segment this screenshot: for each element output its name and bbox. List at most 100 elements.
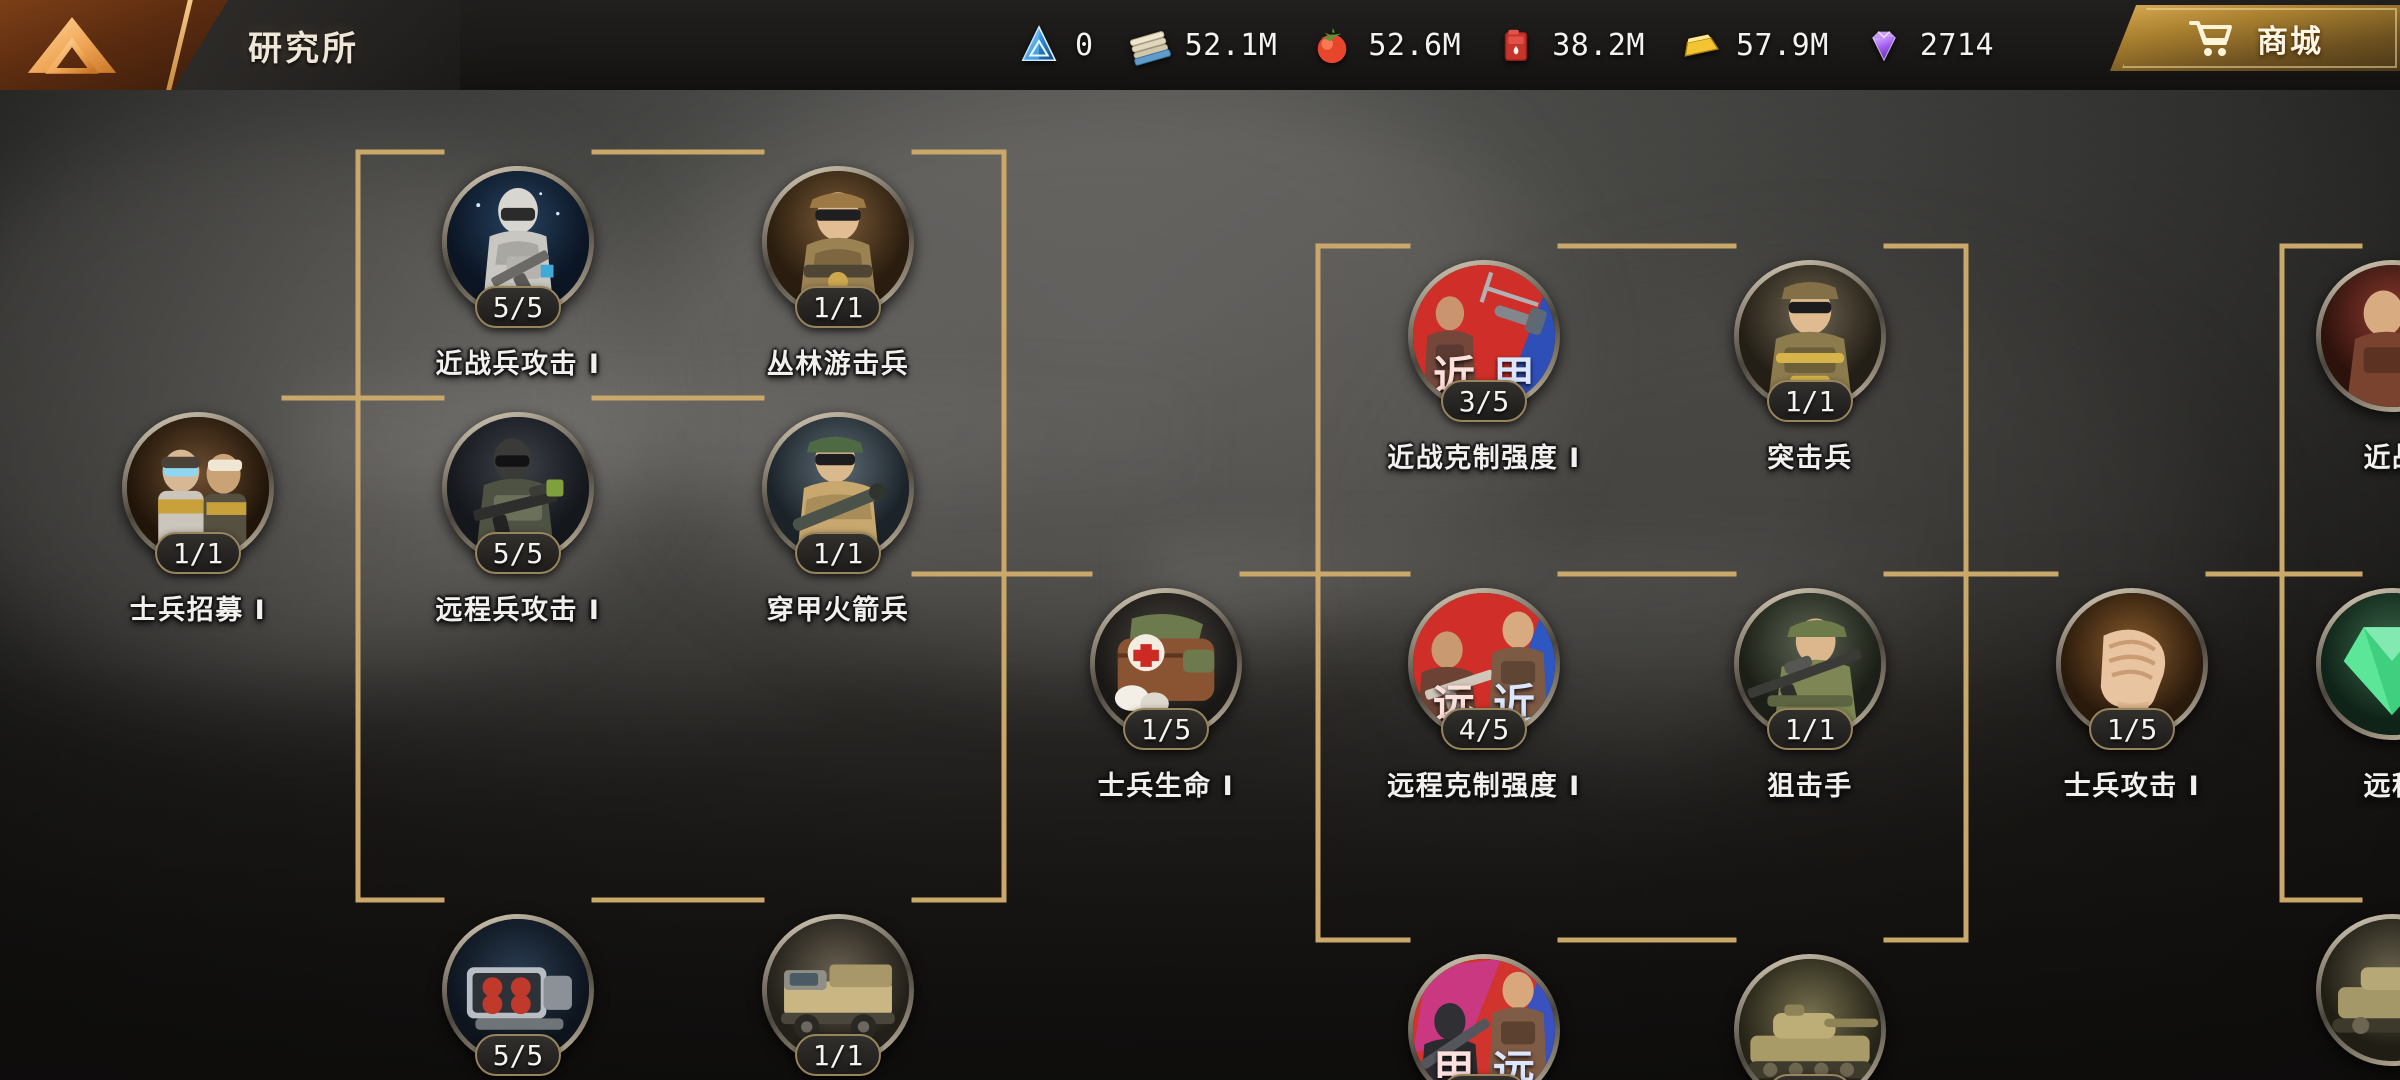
resource-crystal-value: 0 [1075, 27, 1094, 63]
node-progress-badge: 1/1 [1767, 1074, 1853, 1080]
node-ring [1734, 954, 1886, 1080]
node-ring [2316, 914, 2400, 1066]
resource-crystal[interactable]: 0 [1000, 0, 1110, 90]
node-progress-badge: 5/5 [475, 532, 561, 574]
node-disc: 1/5 [2056, 588, 2208, 750]
research-node-melee-attack-1[interactable]: 5/5 近战兵攻击 I [436, 166, 599, 380]
resource-diamond[interactable]: 2714 [1845, 0, 2010, 90]
node-label: 穿甲火箭兵 [766, 595, 910, 626]
node-artwork [1095, 593, 1237, 735]
shopping-cart-icon [2189, 21, 2232, 56]
node-ring: 甲远 [1408, 954, 1560, 1080]
node-ring [2316, 260, 2400, 412]
node-progress-badge: 3/5 [1441, 380, 1527, 422]
shop-button[interactable]: 商城 [2110, 5, 2400, 71]
node-disc: 5/5 [442, 914, 594, 1076]
resource-diamond-value: 2714 [1919, 27, 1995, 63]
resource-gold-value: 57.9M [1736, 27, 1829, 63]
node-disc [2316, 588, 2400, 740]
node-disc: 1/1 [1734, 954, 1886, 1080]
gold-bar-icon [1677, 22, 1723, 68]
research-tree: 1/1 士兵招募 I 5/5 近战兵攻击 I 1/1 丛林游击兵 5/5 远程兵攻击 I [0, 90, 2400, 1080]
node-label: 士兵生命 I [1097, 771, 1235, 802]
node-label: 士兵攻击 I [2063, 771, 2201, 802]
node-progress-badge: 1/1 [1767, 380, 1853, 422]
node-disc [2316, 914, 2400, 1066]
node-progress-badge: 1/5 [2089, 708, 2175, 750]
node-disc: 1/1 [762, 166, 914, 328]
research-node-sniper[interactable]: 1/1 狙击手 [1734, 588, 1886, 802]
node-progress-badge: 5/5 [475, 286, 561, 328]
shop-button-label: 商城 [2257, 23, 2323, 60]
node-disc: 甲远5/5 [1408, 954, 1560, 1080]
node-artwork [767, 171, 909, 313]
node-label: 远程克制强度 I [1387, 771, 1581, 802]
node-ring [442, 166, 594, 318]
node-progress-badge: 4/5 [1441, 708, 1527, 750]
node-progress-badge: 1/1 [155, 532, 241, 574]
node-disc [2316, 260, 2400, 412]
research-node-soldier-attack-1[interactable]: 1/5 士兵攻击 I [2056, 588, 2208, 802]
tomato-icon [1309, 22, 1355, 68]
node-artwork [2321, 265, 2400, 407]
node-disc: 5/5 [442, 166, 594, 328]
node-disc: 1/1 [762, 412, 914, 574]
node-label: 士兵招募 I [129, 595, 267, 626]
research-node-assault-trooper[interactable]: 1/1 突击兵 [1734, 260, 1886, 474]
node-disc: 1/5 [1090, 588, 1242, 750]
node-ring [2316, 588, 2400, 740]
node-artwork [2321, 593, 2400, 735]
research-node-armor-attack-1[interactable]: 5/5装甲兵攻击 I [442, 914, 594, 1076]
node-artwork [127, 417, 269, 559]
research-node-rocket-trooper[interactable]: 1/1 穿甲火箭兵 [762, 412, 914, 626]
node-label: 远程 [2363, 771, 2400, 802]
node-progress-badge: 1/5 [1123, 708, 1209, 750]
resource-fuel-value: 38.2M [1552, 27, 1645, 63]
research-node-jungle-guerrilla[interactable]: 1/1 丛林游击兵 [762, 166, 914, 380]
node-label: 近战克制强度 I [1387, 443, 1581, 474]
research-node-ranged-attack-1[interactable]: 5/5 远程兵攻击 I [436, 412, 599, 626]
research-node-armor-counter-1[interactable]: 甲远5/5装甲克制强度 I [1408, 954, 1560, 1080]
node-label: 狙击手 [1767, 771, 1853, 802]
resource-food-value: 52.6M [1368, 27, 1462, 63]
node-artwork: 甲远 [1413, 959, 1555, 1080]
node-progress-badge: 1/1 [1767, 708, 1853, 750]
node-disc: 1/1 [122, 412, 274, 574]
research-node-edge-bottom[interactable]: 装甲 [2316, 914, 2400, 1066]
resource-lumber-value: 52.1M [1184, 27, 1278, 63]
resource-gold[interactable]: 57.9M [1661, 0, 1845, 90]
purple-diamond-icon [1861, 22, 1907, 68]
node-progress-badge: 1/1 [795, 532, 881, 574]
node-ring [1090, 588, 1242, 740]
research-node-edge-top[interactable]: 近战 [2316, 260, 2400, 474]
top-hud-bar: 研究所 0 [0, 0, 2400, 90]
node-artwork [767, 919, 909, 1061]
research-node-edge-mid[interactable]: 远程 [2316, 588, 2400, 802]
fuel-can-icon [1493, 22, 1539, 68]
node-label: 突击兵 [1767, 443, 1853, 474]
node-disc: 1/1 [1734, 260, 1886, 422]
node-label: 远程兵攻击 I [435, 595, 601, 626]
resource-fuel[interactable]: 38.2M [1477, 0, 1661, 90]
node-label: 近战兵攻击 I [435, 349, 601, 380]
node-label: 丛林游击兵 [766, 349, 910, 380]
research-node-soldier-health-1[interactable]: 1/5 士兵生命 I [1090, 588, 1242, 802]
tree-connector-lines [281, 149, 2363, 943]
node-disc: 5/5 [442, 412, 594, 574]
resource-food[interactable]: 52.6M [1293, 0, 1477, 90]
node-progress-badge: 5/5 [1441, 1074, 1527, 1080]
resource-lumber[interactable]: 52.1M [1110, 0, 1294, 90]
research-node-armored-miner[interactable]: 1/1装甲矿车 [762, 914, 914, 1076]
resource-bar: 0 52.1M [1000, 0, 2010, 90]
node-ring [122, 412, 274, 564]
research-node-soldier-recruit-1[interactable]: 1/1 士兵招募 I [122, 412, 274, 626]
blue-pyramid-icon [1016, 22, 1062, 68]
research-node-main-battle-tank[interactable]: 1/1主战坦克 [1734, 954, 1886, 1080]
node-disc: 1/1 [762, 914, 914, 1076]
node-artwork [2321, 919, 2400, 1061]
